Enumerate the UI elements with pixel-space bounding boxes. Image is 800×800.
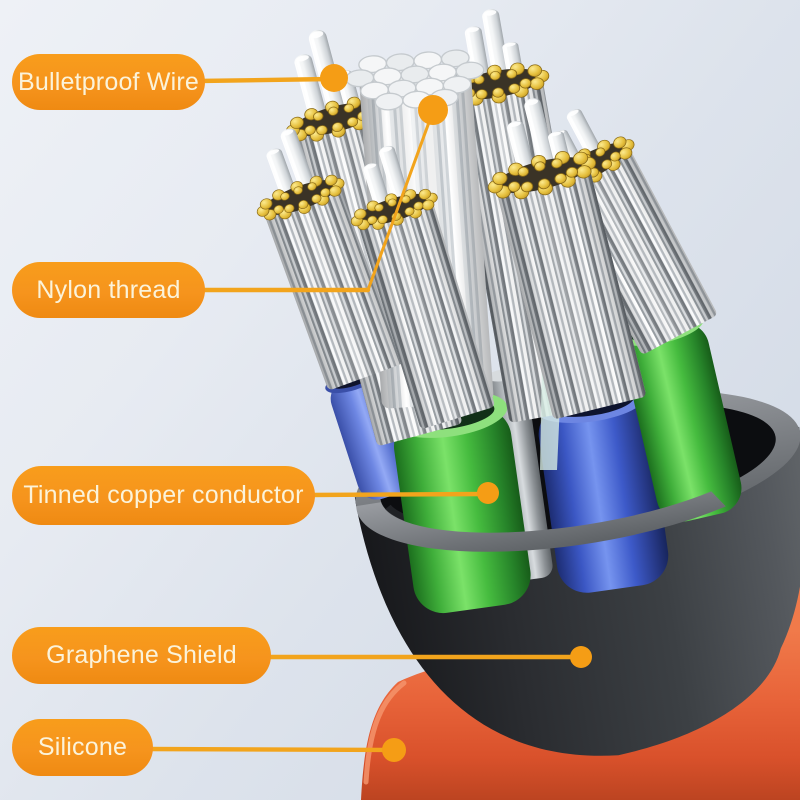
leader-bulletproof-wire (195, 76, 334, 84)
dot-bulletproof-wire (320, 64, 348, 92)
leader-nylon-thread-diag (366, 112, 434, 292)
label-graphene-shield: Graphene Shield (12, 627, 271, 684)
label-bulletproof-wire: Bulletproof Wire (12, 54, 205, 110)
wire-bundle-center-right (483, 96, 646, 419)
dot-tinned-copper (477, 482, 499, 504)
leader-silicone (143, 746, 394, 753)
shield-front-rim (356, 491, 726, 552)
label-nylon-thread: Nylon thread (12, 262, 205, 318)
dot-nylon-thread (418, 95, 448, 125)
callout-dots (320, 64, 592, 762)
wire-bundle-front (346, 143, 495, 429)
dot-silicone (382, 738, 406, 762)
dot-graphene-shield (570, 646, 592, 668)
silicone-highlight (363, 680, 407, 785)
label-tinned-copper-conductor: Tinned copper conductor (12, 466, 315, 525)
wire-bundle-left (251, 126, 403, 390)
callout-leaders (143, 76, 581, 753)
label-silicone: Silicone (12, 719, 153, 776)
leader-tinned-copper (305, 491, 489, 498)
